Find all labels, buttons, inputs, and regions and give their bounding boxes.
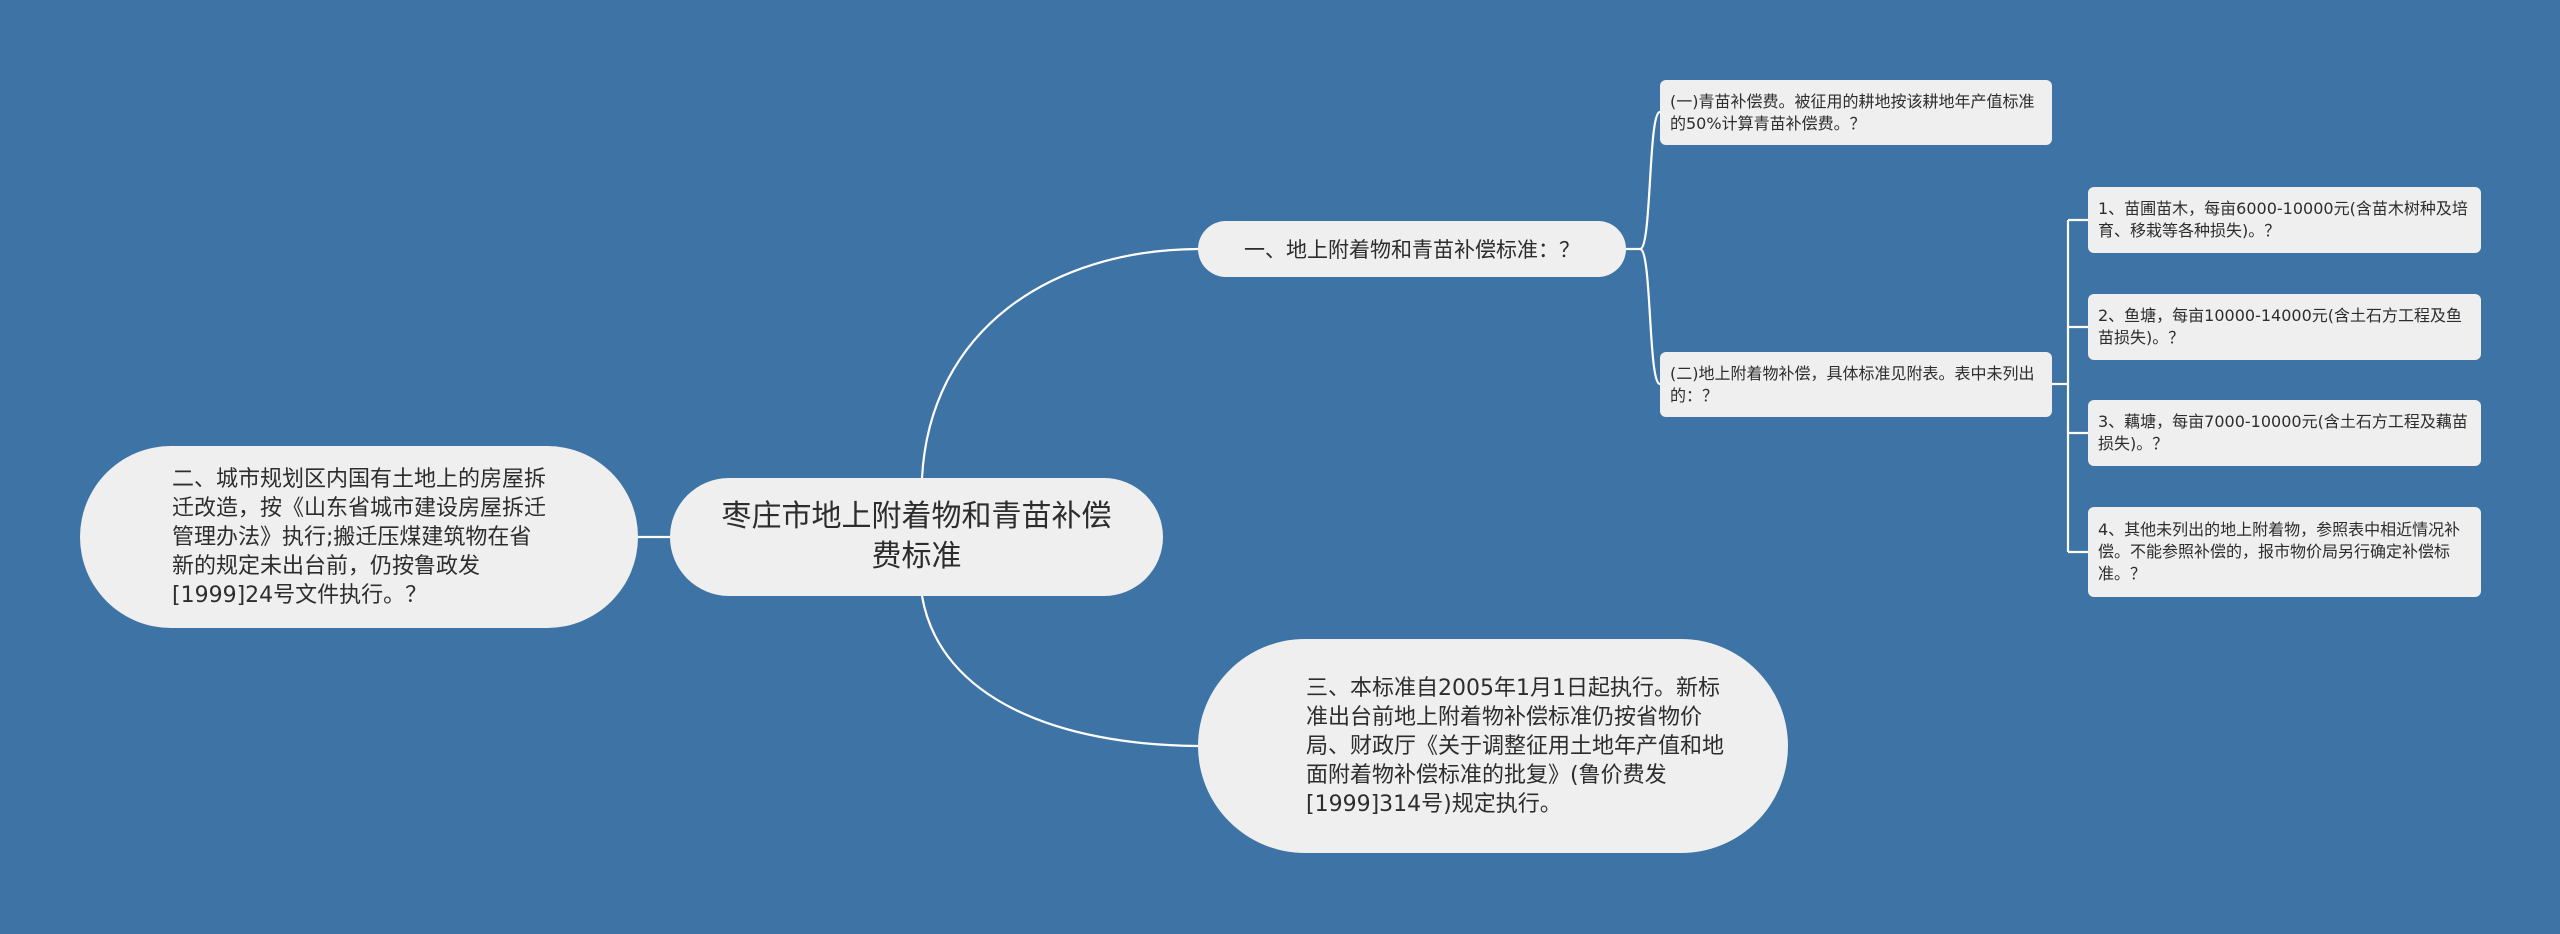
connector-branch1-leaf2 xyxy=(1638,247,1662,386)
leaf-2-text: (二)地上附着物补偿，具体标准见附表。表中未列出的：？ xyxy=(1670,363,2035,405)
connector-root-branch3 xyxy=(920,595,1199,748)
subleaf-node-lotus-pond[interactable]: 3、藕塘，每亩7000-10000元(含土石方工程及藕苗损失)。？ xyxy=(2088,400,2481,466)
branch-1-text: 一、地上附着物和青苗补偿标准：？ xyxy=(1244,238,1580,262)
leaf-1-text: (一)青苗补偿费。被征用的耕地按该耕地年产值标准的50%计算青苗补偿费。？ xyxy=(1670,91,2035,133)
subleaf-node-other[interactable]: 4、其他未列出的地上附着物，参照表中相近情况补偿。不能参照补偿的，报市物价局另行… xyxy=(2088,507,2481,597)
connector-branch1-leaf1 xyxy=(1626,110,1662,251)
branch-node-2[interactable]: 二、城市规划区内国有土地上的房屋拆迁改造，按《山东省城市建设房屋拆迁管理办法》执… xyxy=(80,446,638,628)
subleaf-1-text: 1、苗圃苗木，每亩6000-10000元(含苗木树种及培育、移栽等各种损失)。？ xyxy=(2098,199,2468,240)
connector-root-branch1 xyxy=(920,247,1199,479)
subleaf-4-text: 4、其他未列出的地上附着物，参照表中相近情况补偿。不能参照补偿的，报市物价局另行… xyxy=(2098,520,2461,583)
root-title: 枣庄市地上附着物和青苗补偿费标准 xyxy=(721,499,1112,574)
leaf-node-green-crops[interactable]: (一)青苗补偿费。被征用的耕地按该耕地年产值标准的50%计算青苗补偿费。？ xyxy=(1660,80,2052,145)
branch-3-text: 三、本标准自2005年1月1日起执行。新标准出台前地上附着物补偿标准仍按省物价局… xyxy=(1306,675,1725,817)
subleaf-3-text: 3、藕塘，每亩7000-10000元(含土石方工程及藕苗损失)。？ xyxy=(2098,412,2468,453)
branch-node-3[interactable]: 三、本标准自2005年1月1日起执行。新标准出台前地上附着物补偿标准仍按省物价局… xyxy=(1198,639,1788,853)
subleaf-2-text: 2、鱼塘，每亩10000-14000元(含土石方工程及鱼苗损失)。？ xyxy=(2098,306,2462,347)
root-node[interactable]: 枣庄市地上附着物和青苗补偿费标准 xyxy=(670,478,1163,596)
branch-node-1[interactable]: 一、地上附着物和青苗补偿标准：？ xyxy=(1198,221,1626,277)
branch-2-text: 二、城市规划区内国有土地上的房屋拆迁改造，按《山东省城市建设房屋拆迁管理办法》执… xyxy=(172,466,547,608)
leaf-node-attachments[interactable]: (二)地上附着物补偿，具体标准见附表。表中未列出的：？ xyxy=(1660,352,2052,417)
subleaf-node-nursery[interactable]: 1、苗圃苗木，每亩6000-10000元(含苗木树种及培育、移栽等各种损失)。？ xyxy=(2088,187,2481,253)
subleaf-node-fishpond[interactable]: 2、鱼塘，每亩10000-14000元(含土石方工程及鱼苗损失)。？ xyxy=(2088,294,2481,360)
